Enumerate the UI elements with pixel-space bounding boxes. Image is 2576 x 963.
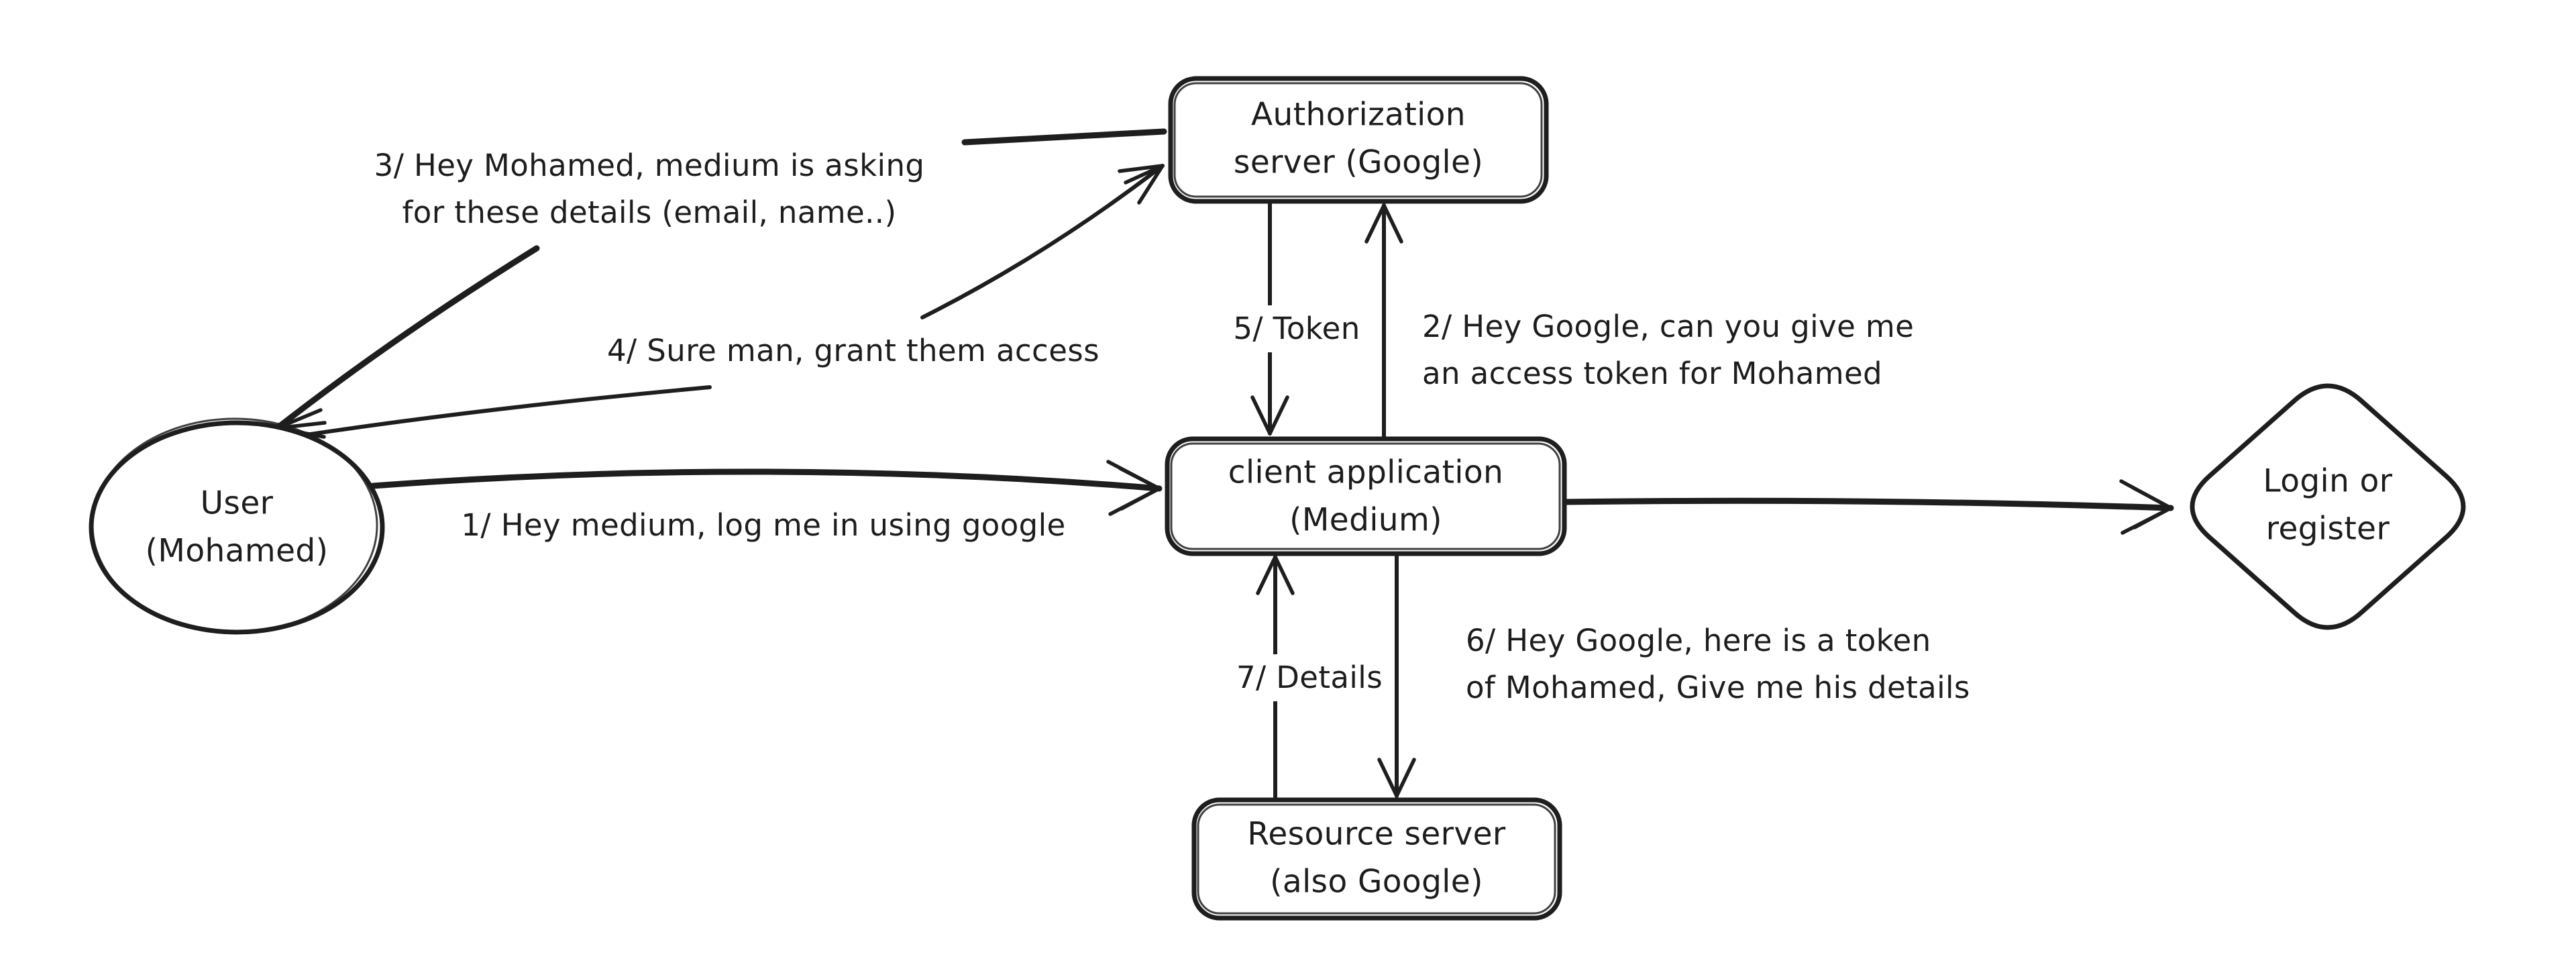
login-register-node-label: Login or register: [2263, 462, 2393, 548]
edge-label-step1: 1/ Hey medium, log me in using google: [461, 507, 1066, 543]
user-node-shape: [89, 417, 385, 635]
arrow-step4: [273, 164, 1165, 442]
client-app-node-label: client application (Medium): [1228, 454, 1504, 539]
arrow-to-login: [1561, 479, 2174, 535]
auth-server-node-label: Authorization server (Google): [1233, 96, 1484, 181]
login-register-node-shape: [2190, 383, 2466, 630]
resource-server-node-shape: [1191, 797, 1562, 921]
arrow-step6: [1377, 552, 1416, 798]
edge-label-step4: 4/ Sure man, grant them access: [607, 333, 1099, 368]
resource-server-node-label: Resource server (also Google): [1247, 815, 1506, 901]
edge-label-step5: 5/ Token: [1221, 305, 1373, 352]
auth-server-node-shape: [1168, 76, 1549, 204]
edge-label-step6: 6/ Hey Google, here is a token of Mohame…: [1466, 623, 1970, 705]
client-app-node-shape: [1165, 436, 1567, 556]
user-node-label: User (Mohamed): [145, 485, 329, 570]
edge-label-step2: 2/ Hey Google, can you give me an access…: [1422, 309, 1915, 391]
arrow-step2: [1364, 203, 1403, 440]
edge-label-step3: 3/ Hey Mohamed, medium is asking for the…: [374, 148, 925, 230]
edge-label-step7: 7/ Details: [1224, 654, 1395, 701]
arrow-step1: [370, 460, 1163, 516]
